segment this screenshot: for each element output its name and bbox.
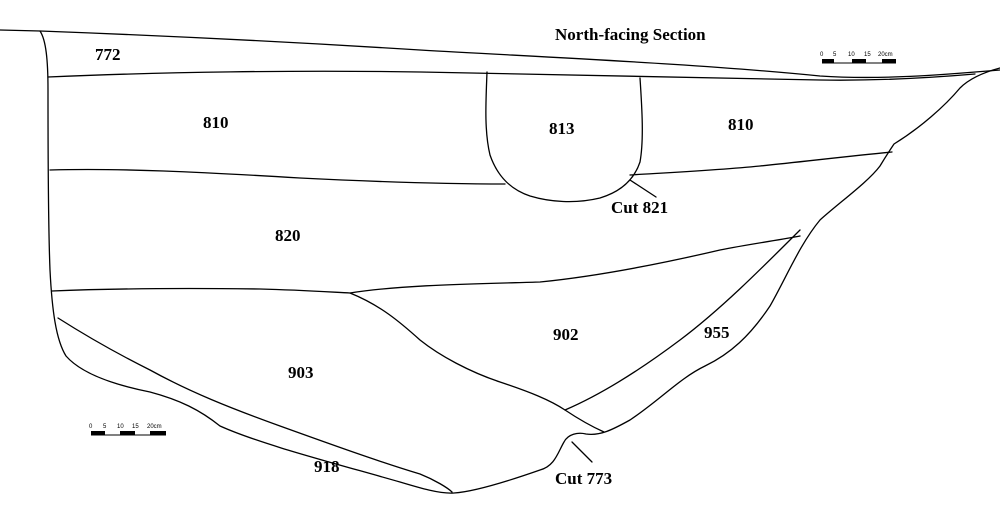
cut-label-821: Cut 821 [611, 198, 668, 217]
scale-tick: 0 [89, 424, 93, 430]
cut-821-leader [629, 179, 657, 198]
scale-tick: 10 [117, 424, 124, 430]
ground-surface-line [0, 29, 1000, 79]
cut-773-outline [39, 30, 1000, 494]
cut-label-773: Cut 773 [555, 469, 612, 488]
context-label-810-left: 810 [203, 113, 229, 132]
scale-tick: 20cm [147, 424, 162, 430]
scale-bar-bottom: 0 5 10 15 20cm [89, 424, 166, 436]
scale-tick: 0 [820, 52, 824, 58]
context-label-918: 918 [314, 457, 340, 476]
context-label-903: 903 [288, 363, 314, 382]
scale-tick: 5 [103, 424, 107, 430]
scale-tick: 10 [848, 52, 855, 58]
context-label-902: 902 [553, 325, 579, 344]
boundary-903-918 [57, 317, 453, 493]
boundary-810-820-left [49, 168, 506, 185]
boundary-772-810 [47, 70, 976, 81]
scale-tick: 15 [132, 424, 139, 430]
cut-821-outline [485, 71, 643, 203]
boundary-903-902 [349, 292, 605, 433]
scale-tick: 15 [864, 52, 871, 58]
context-label-772: 772 [95, 45, 121, 64]
context-label-820: 820 [275, 226, 301, 245]
context-label-955: 955 [704, 323, 730, 342]
drawing-title: North-facing Section [555, 25, 706, 44]
scale-bar-top: 0 5 10 15 20cm [820, 52, 896, 64]
cut-773-leader [571, 441, 593, 463]
boundary-810-820-right [629, 151, 893, 176]
context-label-813: 813 [549, 119, 575, 138]
scale-tick: 5 [833, 52, 837, 58]
context-label-810-right: 810 [728, 115, 754, 134]
boundary-902-955 [564, 229, 801, 411]
scale-tick: 20cm [878, 52, 893, 58]
boundary-820-902 [51, 235, 801, 294]
